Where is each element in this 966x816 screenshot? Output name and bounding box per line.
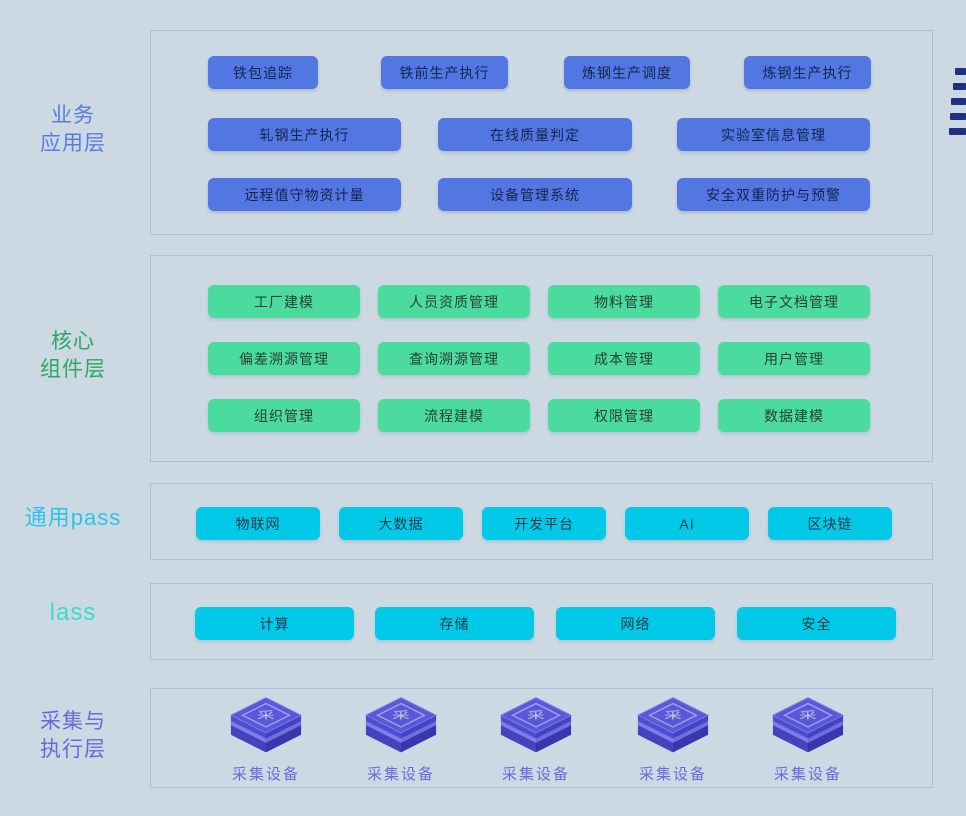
paas-button[interactable]: 区块链	[768, 507, 892, 540]
app-button[interactable]: 在线质量判定	[438, 118, 632, 151]
component-button[interactable]: 物料管理	[548, 285, 700, 318]
app-button[interactable]: 铁前生产执行	[381, 56, 508, 89]
svg-text:采: 采	[664, 710, 681, 721]
iaas-button[interactable]: 存储	[375, 607, 534, 640]
layer-label-line: 组件层	[40, 358, 106, 382]
device-label: 采集设备	[638, 766, 707, 783]
cube-icon: 采	[229, 697, 303, 753]
business-layer-box: 铁包追踪 铁前生产执行 炼钢生产调度 炼钢生产执行 轧钢生产执行 在线质量判定 …	[150, 30, 933, 235]
layer-label-line: 业务	[51, 104, 95, 127]
component-button[interactable]: 流程建模	[378, 399, 530, 432]
layer-label-core: 核心 组件层	[8, 328, 138, 385]
svg-text:采: 采	[527, 710, 544, 721]
edge-bullet-icon	[953, 83, 966, 90]
svg-text:采: 采	[392, 710, 409, 721]
component-button[interactable]: 偏差溯源管理	[208, 342, 360, 375]
app-button[interactable]: 铁包追踪	[208, 56, 318, 89]
edge-bullet-icon	[950, 113, 966, 120]
component-button[interactable]: 电子文档管理	[718, 285, 870, 318]
core-layer-box: 工厂建模 人员资质管理 物料管理 电子文档管理 偏差溯源管理 查询溯源管理 成本…	[150, 255, 933, 462]
app-button[interactable]: 炼钢生产调度	[564, 56, 690, 89]
device-label: 采集设备	[366, 766, 435, 783]
layer-label-line: 采集与	[40, 710, 106, 733]
layer-label-collection: 采集与 执行层	[8, 708, 138, 765]
component-button[interactable]: 工厂建模	[208, 285, 360, 318]
edge-bullet-icon	[949, 128, 966, 135]
layer-label-iaas: lass	[49, 599, 97, 626]
component-button[interactable]: 权限管理	[548, 399, 700, 432]
paas-button[interactable]: 物联网	[196, 507, 320, 540]
component-button[interactable]: 成本管理	[548, 342, 700, 375]
app-button[interactable]: 远程值守物资计量	[208, 178, 401, 211]
layer-label-line: 执行层	[40, 738, 106, 762]
paas-button[interactable]: 大数据	[339, 507, 463, 540]
app-button[interactable]: 设备管理系统	[438, 178, 632, 211]
app-button[interactable]: 安全双重防护与预警	[677, 178, 870, 211]
device-label: 采集设备	[773, 766, 842, 783]
collection-device[interactable]: 采 采集设备	[211, 695, 321, 784]
component-button[interactable]: 查询溯源管理	[378, 342, 530, 375]
app-button[interactable]: 炼钢生产执行	[744, 56, 871, 89]
iaas-button[interactable]: 计算	[195, 607, 354, 640]
iaas-button[interactable]: 安全	[737, 607, 896, 640]
collection-device[interactable]: 采 采集设备	[753, 695, 863, 784]
svg-text:采: 采	[799, 710, 816, 721]
component-button[interactable]: 人员资质管理	[378, 285, 530, 318]
collection-device[interactable]: 采 采集设备	[481, 695, 591, 784]
collection-device[interactable]: 采 采集设备	[346, 695, 456, 784]
layer-label-line: 应用层	[40, 132, 106, 156]
edge-bullet-icon	[955, 68, 966, 75]
edge-bullet-icon	[951, 98, 966, 105]
cube-icon: 采	[636, 697, 710, 753]
iaas-button[interactable]: 网络	[556, 607, 715, 640]
paas-button[interactable]: AI	[625, 507, 749, 540]
paas-layer-box: 物联网 大数据 开发平台 AI 区块链	[150, 483, 933, 560]
device-label: 采集设备	[231, 766, 300, 783]
app-button[interactable]: 实验室信息管理	[677, 118, 870, 151]
app-button[interactable]: 轧钢生产执行	[208, 118, 401, 151]
device-label: 采集设备	[501, 766, 570, 783]
component-button[interactable]: 组织管理	[208, 399, 360, 432]
collection-layer-box: 采 采集设备 采 采集设备 采 采集设	[150, 688, 933, 788]
iaas-layer-box: 计算 存储 网络 安全	[150, 583, 933, 660]
paas-button[interactable]: 开发平台	[482, 507, 606, 540]
cube-icon: 采	[771, 697, 845, 753]
component-button[interactable]: 数据建模	[718, 399, 870, 432]
svg-text:采: 采	[257, 710, 274, 721]
cube-icon: 采	[364, 697, 438, 753]
layer-label-line: 核心	[51, 330, 95, 353]
collection-device[interactable]: 采 采集设备	[618, 695, 728, 784]
component-button[interactable]: 用户管理	[718, 342, 870, 375]
layer-label-paas: 通用pass	[24, 505, 122, 530]
layer-label-business: 业务 应用层	[8, 102, 138, 159]
cube-icon: 采	[499, 697, 573, 753]
